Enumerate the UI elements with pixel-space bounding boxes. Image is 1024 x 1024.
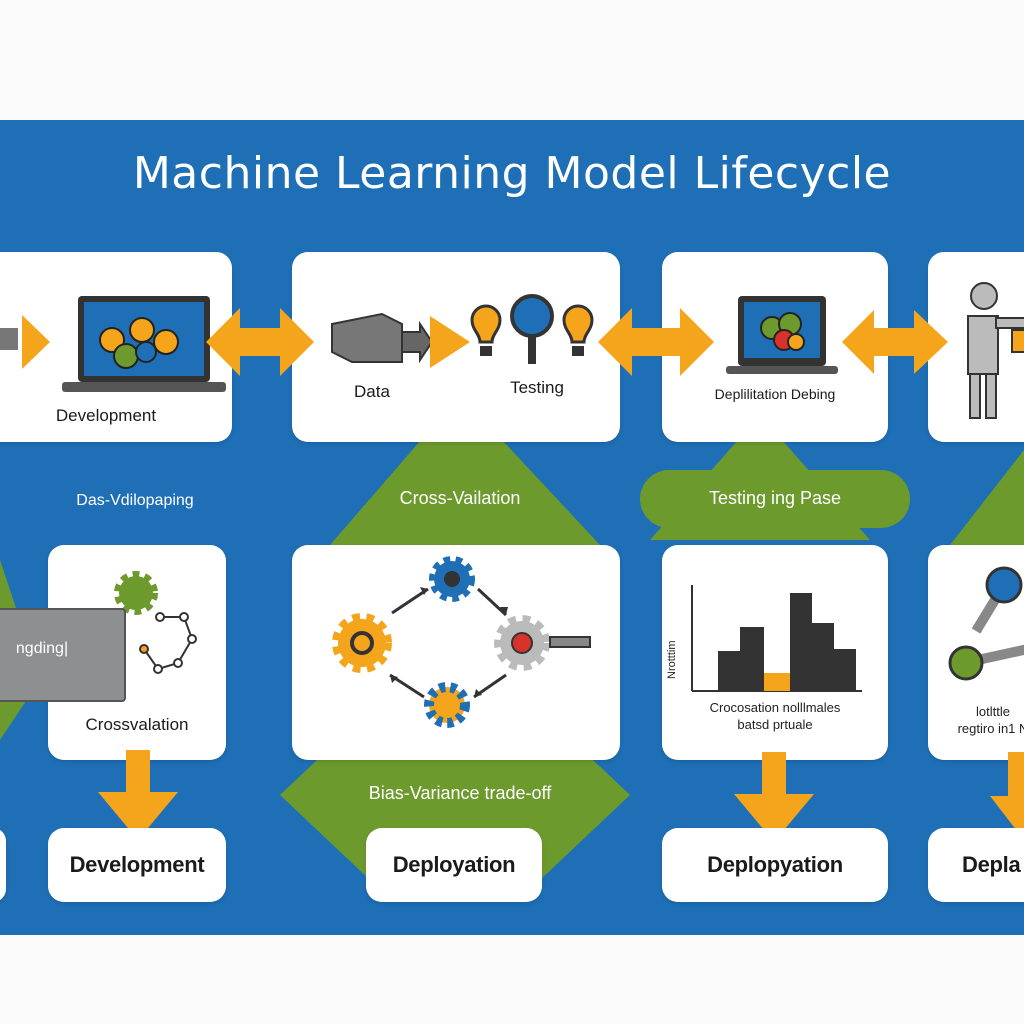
down-arrows (98, 750, 1024, 842)
card-data-testing: Data Testing (292, 252, 620, 442)
bar-mark (812, 623, 834, 691)
card-bottom-deployment-2: Deplopyation (662, 828, 888, 902)
chart-caption: Crocosation nolllmales batsd prtuale (672, 699, 878, 733)
top-row-arrows (22, 308, 948, 376)
card-bottom-deployment-3: Depla (928, 828, 1024, 902)
bar-mark (764, 673, 790, 691)
arrow-right-icon (430, 316, 470, 368)
chart-caption-line1: Crocosation nolllmales (709, 700, 841, 715)
bar-mark (718, 651, 740, 691)
arrow-down-icon (734, 752, 814, 842)
card-person (928, 252, 1024, 442)
card-bottom-edge (0, 828, 6, 902)
card-network-caption: lotlttle regtiro in1 N (938, 703, 1024, 737)
triangle-shape-center (330, 395, 600, 545)
label-cross-validation: Cross-Vailation (399, 488, 521, 508)
testing-pill (640, 470, 910, 528)
label-data-developing: Das-Vdilopaping (76, 492, 194, 509)
arrow-right-icon (22, 315, 50, 369)
label-testing-pass: Testing ing Pase (708, 488, 842, 508)
double-arrow-icon (842, 310, 948, 374)
double-arrow-icon (206, 308, 314, 376)
card-deployment-debug: Deplilitation Debing (662, 252, 888, 442)
card-data-label: Data (354, 382, 390, 401)
card-testing-label: Testing (510, 378, 564, 397)
card-network-line2: regtiro in1 N (957, 721, 1024, 736)
network-nodes-icon (948, 566, 1024, 681)
diagram-panel: Machine Learning Model Lifecycle Develop… (0, 120, 1024, 935)
card-network-line1: lotlttle (976, 704, 1010, 719)
bar-mark (740, 627, 764, 691)
card-bar-chart: Nrotttim Crocosation nolllmales batsd pr… (662, 545, 888, 760)
data-box-text: ngding| (15, 640, 69, 657)
gears-cycle-icon (332, 556, 591, 728)
bar-mark (790, 593, 812, 691)
data-box-shape: ngding| (0, 608, 126, 702)
double-arrow-icon (598, 308, 714, 376)
laptop-icon (0, 296, 226, 392)
triangle-shape-far-right (950, 450, 1024, 545)
card-deployment-debug-label: Deplilitation Debing (714, 386, 836, 402)
bar-mark (834, 649, 856, 691)
card-gears-cycle (292, 545, 620, 760)
card-crossvalidation-label: Crossvalation (85, 715, 189, 734)
data-testing-icons (331, 294, 594, 364)
gear-network-icon (114, 571, 197, 674)
person-icon (967, 282, 1024, 419)
monitor-icon (726, 296, 838, 374)
bar-chart-icon (691, 585, 862, 692)
arrow-down-icon (990, 752, 1024, 840)
card-bottom-deployment: Deployation (366, 828, 542, 902)
card-bottom-development: Development (48, 828, 226, 902)
bottom-deployment-3-label: Depla (962, 852, 1021, 877)
bottom-deployment-label: Deployation (392, 852, 516, 877)
arrow-down-icon (98, 750, 178, 840)
card-development-label: Development (55, 406, 157, 425)
label-bias-variance: Bias-Variance trade-off (368, 783, 552, 803)
card-network: lotlttle regtiro in1 N (928, 545, 1024, 760)
diagram-title: Machine Learning Model Lifecycle (132, 148, 892, 199)
bottom-deployment-2-label: Deplopyation (707, 852, 843, 877)
chart-caption-line2: batsd prtuale (737, 717, 813, 732)
bottom-development-label: Development (69, 852, 205, 877)
